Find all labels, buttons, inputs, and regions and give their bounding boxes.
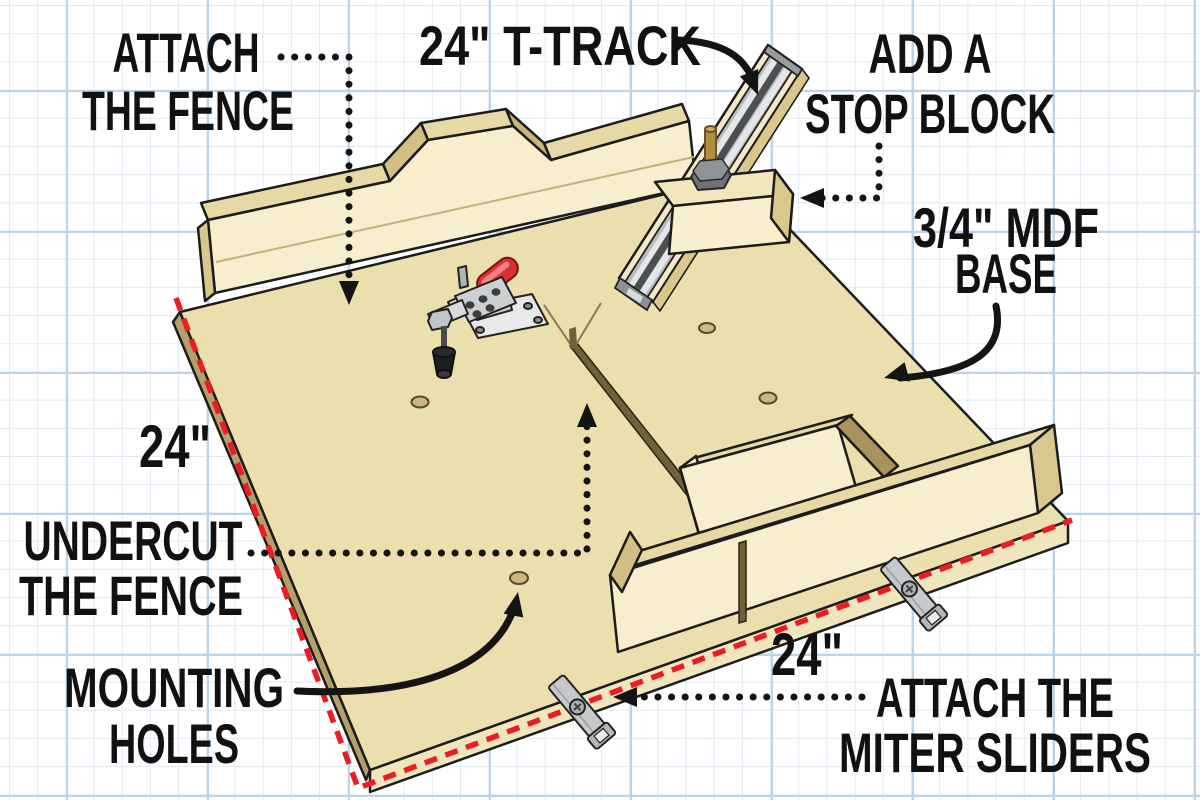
callout-labels: ATTACH THE FENCE 24" T-TRACK ADD A STOP … — [19, 14, 1151, 784]
label-stop-block-line1: ADD A — [869, 22, 992, 85]
back-fence — [196, 102, 698, 303]
knob-top-face — [692, 158, 730, 182]
arrowhead-mounting-holes — [503, 592, 524, 618]
label-stop-block-line2: STOP BLOCK — [805, 82, 1055, 145]
label-t-track: 24" T-TRACK — [419, 14, 701, 77]
miter-slider-bottom — [548, 674, 617, 750]
knob-brass-stud-top — [704, 125, 717, 133]
label-undercut-line2: THE FENCE — [19, 564, 243, 627]
arrowhead-stop-block — [800, 188, 824, 208]
arrowhead-undercut-fence — [577, 403, 597, 427]
label-attach-fence-line2: THE FENCE — [82, 79, 294, 142]
label-mdf-base-line1: 3/4" MDF — [913, 196, 1099, 259]
mounting-hole — [758, 391, 778, 405]
leader-attach-fence — [277, 53, 353, 296]
clamp-rubber-foot — [432, 346, 456, 379]
label-dim-left: 24" — [139, 413, 211, 480]
toggle-clamp — [427, 256, 549, 379]
label-mounting-line2: HOLES — [109, 712, 239, 775]
clamp-plate-hole — [475, 326, 485, 334]
rail-kerf-slit — [738, 540, 747, 624]
leader-stop-block — [810, 142, 883, 202]
clamp-linkage-holes — [465, 288, 501, 318]
stop-block-knob — [690, 125, 732, 191]
fence-left-end-cap — [196, 218, 217, 303]
rail-left-chamfer — [608, 530, 644, 594]
fence-undercut-notch — [569, 327, 577, 349]
label-mdf-base-line2: BASE — [955, 242, 1057, 305]
label-undercut-line1: UNDERCUT — [24, 509, 243, 572]
t-track-top-end-cap — [762, 43, 804, 78]
label-dim-bottom: 24" — [771, 621, 843, 688]
label-attach-fence-line1: ATTACH — [113, 21, 260, 84]
arrowhead-mdf-base — [884, 362, 910, 382]
clamp-top-stud — [457, 265, 469, 289]
mounting-hole — [410, 395, 430, 409]
clamp-spindle-nut — [427, 308, 453, 331]
front-rail — [608, 423, 1064, 654]
label-miter-sliders-line2: MITER SLIDERS — [839, 721, 1151, 784]
leader-mdf-base — [896, 302, 1001, 382]
mounting-holes-group — [410, 322, 778, 585]
knob-brass-stud — [704, 127, 717, 163]
rail-front-face — [608, 443, 1040, 654]
mounting-hole — [698, 322, 716, 334]
arrowhead-attach-fence — [339, 281, 359, 305]
hump-ramp-face — [834, 414, 900, 479]
leader-mounting-holes — [293, 601, 519, 696]
leader-undercut-fence — [247, 411, 591, 557]
label-mounting-line1: MOUNTING — [64, 656, 284, 719]
t-track-bottom-end-slot — [626, 288, 643, 303]
clamp-plate-hole — [533, 316, 543, 324]
kerf-notch-left-line — [543, 304, 574, 349]
fence-undercut-line — [215, 156, 695, 263]
sled-illustration — [171, 43, 1070, 794]
stop-block-right-end — [769, 168, 795, 244]
clamp-plate-hole — [523, 302, 533, 310]
callout-leaders — [247, 36, 1001, 707]
kerf-notch-right-line — [573, 302, 602, 349]
arrowhead-miter-sliders — [613, 687, 637, 707]
miter-slider-right — [880, 556, 949, 632]
mounting-hole — [509, 571, 529, 585]
arrowhead-t-track — [739, 69, 759, 95]
label-miter-sliders-line1: ATTACH THE — [876, 666, 1114, 729]
clamp-spindle-rod — [441, 326, 447, 352]
